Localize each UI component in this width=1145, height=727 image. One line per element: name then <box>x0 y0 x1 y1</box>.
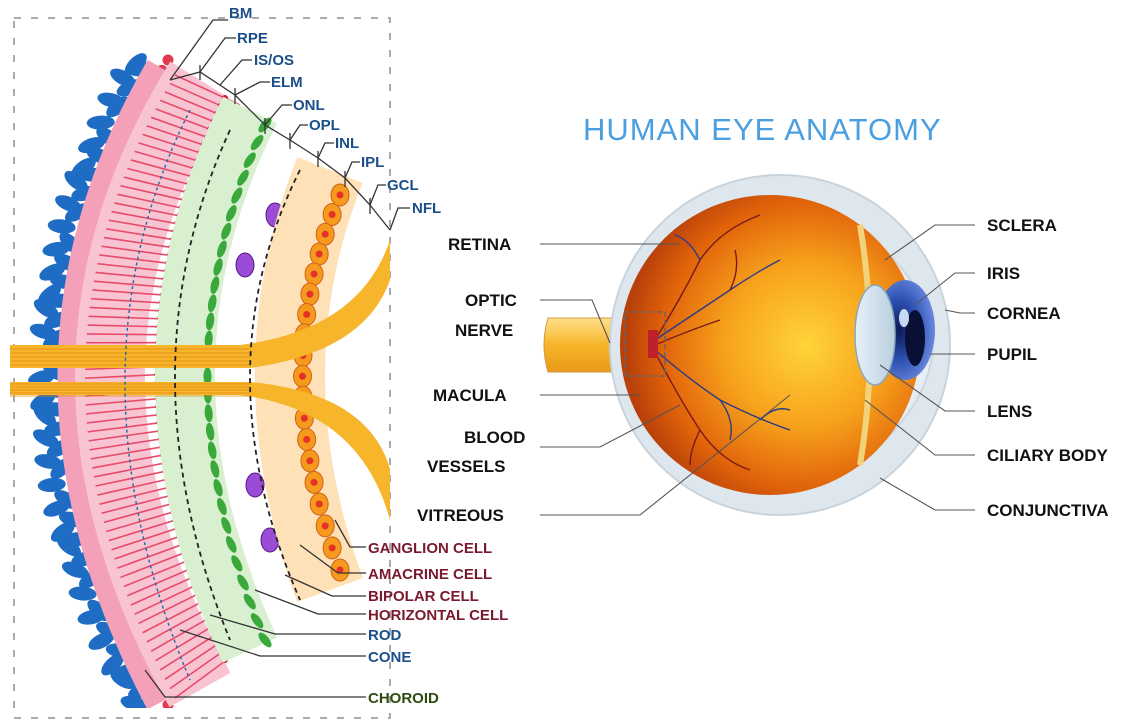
layer-label-opl: OPL <box>309 117 340 134</box>
cell-label-bipolar: BIPOLAR CELL <box>368 588 479 605</box>
ganglion-nucleus <box>306 457 313 464</box>
ganglion-nucleus <box>306 291 313 298</box>
ganglion-nucleus <box>316 501 323 508</box>
label-vitreous: VITREOUS <box>417 506 504 525</box>
label-blood: BLOOD <box>464 428 525 447</box>
amacrine-cell <box>246 473 264 497</box>
ganglion-nucleus <box>303 311 310 318</box>
diagram-title: HUMAN EYE ANATOMY <box>583 112 942 147</box>
label-macula: MACULA <box>433 386 507 405</box>
cell-label-rod: ROD <box>368 627 402 644</box>
ganglion-nucleus <box>311 271 318 278</box>
ganglion-nucleus <box>329 544 336 551</box>
ganglion-nucleus <box>337 192 344 199</box>
label-vessels: VESSELS <box>427 457 505 476</box>
layer-label-gcl: GCL <box>387 177 419 194</box>
label-pupil: PUPIL <box>987 345 1037 364</box>
ganglion-nucleus <box>303 436 310 443</box>
layer-label-is-os: IS/OS <box>254 52 294 69</box>
eyeball-illustration <box>544 175 950 515</box>
ganglion-nucleus <box>329 211 336 218</box>
optic-disc <box>648 330 658 358</box>
choroid-label: CHOROID <box>368 690 439 707</box>
ganglion-nucleus <box>316 251 323 258</box>
cell-label-cone: CONE <box>368 649 411 666</box>
amacrine-cell <box>236 253 254 277</box>
cell-label-amacrine: AMACRINE CELL <box>368 566 492 583</box>
layer-label-nfl: NFL <box>412 200 441 217</box>
cell-label-horizontal: HORIZONTAL CELL <box>368 607 508 624</box>
ganglion-nucleus <box>301 415 308 422</box>
ganglion-nucleus <box>299 373 306 380</box>
ganglion-nucleus <box>311 479 318 486</box>
layer-label-onl: ONL <box>293 97 325 114</box>
label-retina: RETINA <box>448 235 511 254</box>
retina-cross-section: BM RPE IS/OS ELM ONL OPL INL IPL GCL NFL… <box>10 5 508 718</box>
label-cornea: CORNEA <box>987 304 1061 323</box>
label-optic: OPTIC <box>465 291 517 310</box>
label-sclera: SCLERA <box>987 216 1057 235</box>
label-conjunctiva: CONJUNCTIVA <box>987 501 1109 520</box>
pupil-highlight <box>899 309 909 327</box>
layer-label-bm: BM <box>229 5 252 22</box>
cell-label-ganglion: GANGLION CELL <box>368 540 492 557</box>
label-nerve: NERVE <box>455 321 513 340</box>
layer-label-ipl: IPL <box>361 154 384 171</box>
ganglion-nucleus <box>322 231 329 238</box>
lens <box>855 285 895 385</box>
ganglion-nucleus <box>322 522 329 529</box>
choroid-vessel <box>68 585 97 601</box>
label-ciliary-body: CILIARY BODY <box>987 446 1109 465</box>
layer-label-inl: INL <box>335 135 359 152</box>
layer-label-rpe: RPE <box>237 30 268 47</box>
label-lens: LENS <box>987 402 1032 421</box>
label-iris: IRIS <box>987 264 1020 283</box>
layer-label-elm: ELM <box>271 74 303 91</box>
